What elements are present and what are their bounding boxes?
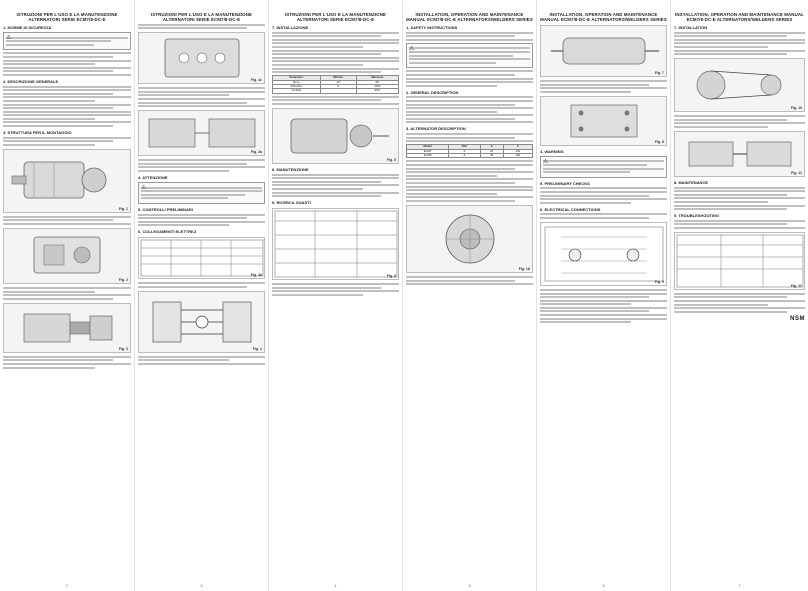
figure-connection-schematic: Fig. 9 bbox=[540, 221, 667, 286]
column-header: ISTRUZIONI PER L'USO E LA MANUTENZIONE A… bbox=[16, 12, 118, 22]
brand-logo: NSM bbox=[790, 315, 805, 322]
column-3: ISTRUZIONI PER L'USO E LA MANUTENZIONE A… bbox=[268, 0, 402, 591]
figure-caption: Fig. 12 bbox=[790, 283, 802, 288]
figure-belt-drive: Fig. 10 bbox=[674, 58, 805, 113]
table-row: ECM8 8 35 230 bbox=[405, 153, 534, 159]
warning-box: ⚠ bbox=[540, 155, 667, 178]
figure-caption: Fig. 1c bbox=[250, 78, 262, 83]
section-title: 9. RICERCA GUASTI bbox=[272, 200, 311, 206]
page-number: 6 bbox=[602, 584, 605, 588]
section-title: 9. TROUBLESHOOTING bbox=[674, 213, 720, 219]
warning-box: ⚠ bbox=[406, 42, 533, 69]
page-number: 3 bbox=[200, 584, 203, 588]
figure-troubleshooting-table: Fig. 6 bbox=[272, 208, 399, 281]
figure-caption: Fig. 5 bbox=[386, 157, 396, 162]
section-title: 6. ELECTRICAL CONNECTIONS bbox=[540, 206, 601, 212]
section-title: 2. DESCRIZIONE GENERALE bbox=[3, 78, 59, 84]
warning-icon: ⚠ bbox=[543, 158, 549, 165]
figure-caption: Fig. 1b bbox=[518, 267, 530, 271]
figure-wiring-diagram: Fig. 4 bbox=[138, 290, 265, 353]
figure-wiring-table: Fig. 3a bbox=[138, 237, 265, 280]
ratings-table: Model kVA A V ECM7 6 26 230 ECM8 8 35 23… bbox=[405, 144, 534, 159]
warning-icon: ⚠ bbox=[409, 45, 415, 52]
section-title: 7. INSTALLATION bbox=[674, 25, 708, 30]
section-title: 3. ALTERNATOR DESCRIPTION bbox=[406, 126, 466, 132]
figure-fixing: Fig. 8 bbox=[540, 95, 667, 146]
figure-caption: Fig. 1 bbox=[118, 206, 128, 211]
figure-caption: Fig. 7 bbox=[654, 71, 664, 75]
section-title: 4. WARNING bbox=[540, 148, 564, 154]
warning-icon: ⚠ bbox=[6, 35, 12, 41]
section-title: 7. INSTALLAZIONE bbox=[272, 25, 309, 30]
warning-icon: ⚠ bbox=[141, 184, 147, 191]
section-title: 4. ATTENZIONE bbox=[138, 174, 168, 180]
figure-installation: Fig. 5 bbox=[272, 107, 399, 164]
figure-mounting: Fig. 2 bbox=[3, 228, 131, 285]
figure-caption: Fig. 4 bbox=[252, 346, 262, 351]
warning-box: ⚠ bbox=[3, 32, 131, 51]
column-header: INSTALLATION, OPERATION AND MAINTENANCE … bbox=[406, 12, 533, 22]
figure-terminal-box: Fig. 1c bbox=[138, 32, 265, 85]
figure-caption: Fig. 2a bbox=[250, 150, 262, 155]
figure-alternator-assembly: Fig. 1 bbox=[3, 148, 131, 213]
figure-caption: Fig. 8 bbox=[654, 139, 664, 144]
page-number: 4 bbox=[334, 584, 337, 588]
section-title: 8. MAINTENANCE bbox=[674, 179, 709, 185]
section-title: 6. COLLEGAMENTI ELETTRICI bbox=[138, 229, 197, 235]
page-number: 5 bbox=[468, 584, 471, 588]
column-6: INSTALLATION, OPERATION AND MAINTENANCE … bbox=[670, 0, 808, 591]
figure-alignment: Fig. 11 bbox=[674, 130, 805, 177]
table-row: Temp. -10° 40° bbox=[272, 79, 400, 85]
figure-caption: Fig. 3a bbox=[250, 273, 262, 278]
figure-coupling: Fig. 3 bbox=[3, 302, 131, 353]
column-header: ISTRUZIONI PER L'USO E LA MANUTENZIONE A… bbox=[150, 12, 253, 22]
page-number: 7 bbox=[738, 584, 741, 588]
section-title: 1. SAFETY INSTRUCTIONS bbox=[406, 25, 458, 30]
environment-table: Parametro Minimo Massimo Temp. -10° 40° … bbox=[272, 75, 400, 94]
column-2: ISTRUZIONI PER L'USO E LA MANUTENZIONE A… bbox=[134, 0, 268, 591]
figure-alternator-front: Fig. 1b bbox=[406, 205, 533, 273]
section-title: 5. CONTROLLI PRELIMINARI bbox=[138, 206, 193, 212]
column-1: ISTRUZIONI PER L'USO E LA MANUTENZIONE A… bbox=[0, 0, 134, 591]
figure-caption: Fig. 9 bbox=[654, 279, 664, 284]
column-5: INSTALLATION, OPERATION AND MAINTENANCE … bbox=[536, 0, 670, 591]
warning-box: ⚠ bbox=[138, 181, 265, 204]
section-title: 2. GENERAL DESCRIPTION bbox=[406, 89, 459, 95]
figure-caption: Fig. 10 bbox=[790, 106, 802, 111]
page-number: 2 bbox=[66, 584, 68, 588]
figure-detail-a: Fig. 2a bbox=[138, 110, 265, 157]
figure-caption: Fig. 2 bbox=[118, 278, 128, 283]
column-header: INSTALLATION, OPERATION AND MAINTENANCE … bbox=[540, 12, 667, 22]
section-title: 8. MANUTENZIONE bbox=[272, 166, 309, 172]
figure-rotor: Fig. 7 bbox=[540, 25, 667, 77]
section-title: 5. PRELIMINARY CHECKS bbox=[540, 180, 590, 186]
table-row: Umidità 95% bbox=[272, 88, 400, 94]
column-header: ISTRUZIONI PER L'USO E LA MANUTENZIONE A… bbox=[284, 12, 387, 22]
column-header: INSTALLATION, OPERATION AND MAINTENANCE … bbox=[675, 12, 804, 22]
figure-caption: Fig. 6 bbox=[386, 274, 396, 279]
column-4: INSTALLATION, OPERATION AND MAINTENANCE … bbox=[402, 0, 536, 591]
figure-fault-chart: Fig. 12 bbox=[674, 231, 805, 290]
section-title: 1. NORME DI SICUREZZA bbox=[3, 25, 52, 30]
figure-caption: Fig. 3 bbox=[118, 346, 128, 351]
figure-caption: Fig. 11 bbox=[791, 170, 802, 175]
section-title: 3. STRUTTURA PER IL MONTAGGIO bbox=[3, 130, 72, 136]
